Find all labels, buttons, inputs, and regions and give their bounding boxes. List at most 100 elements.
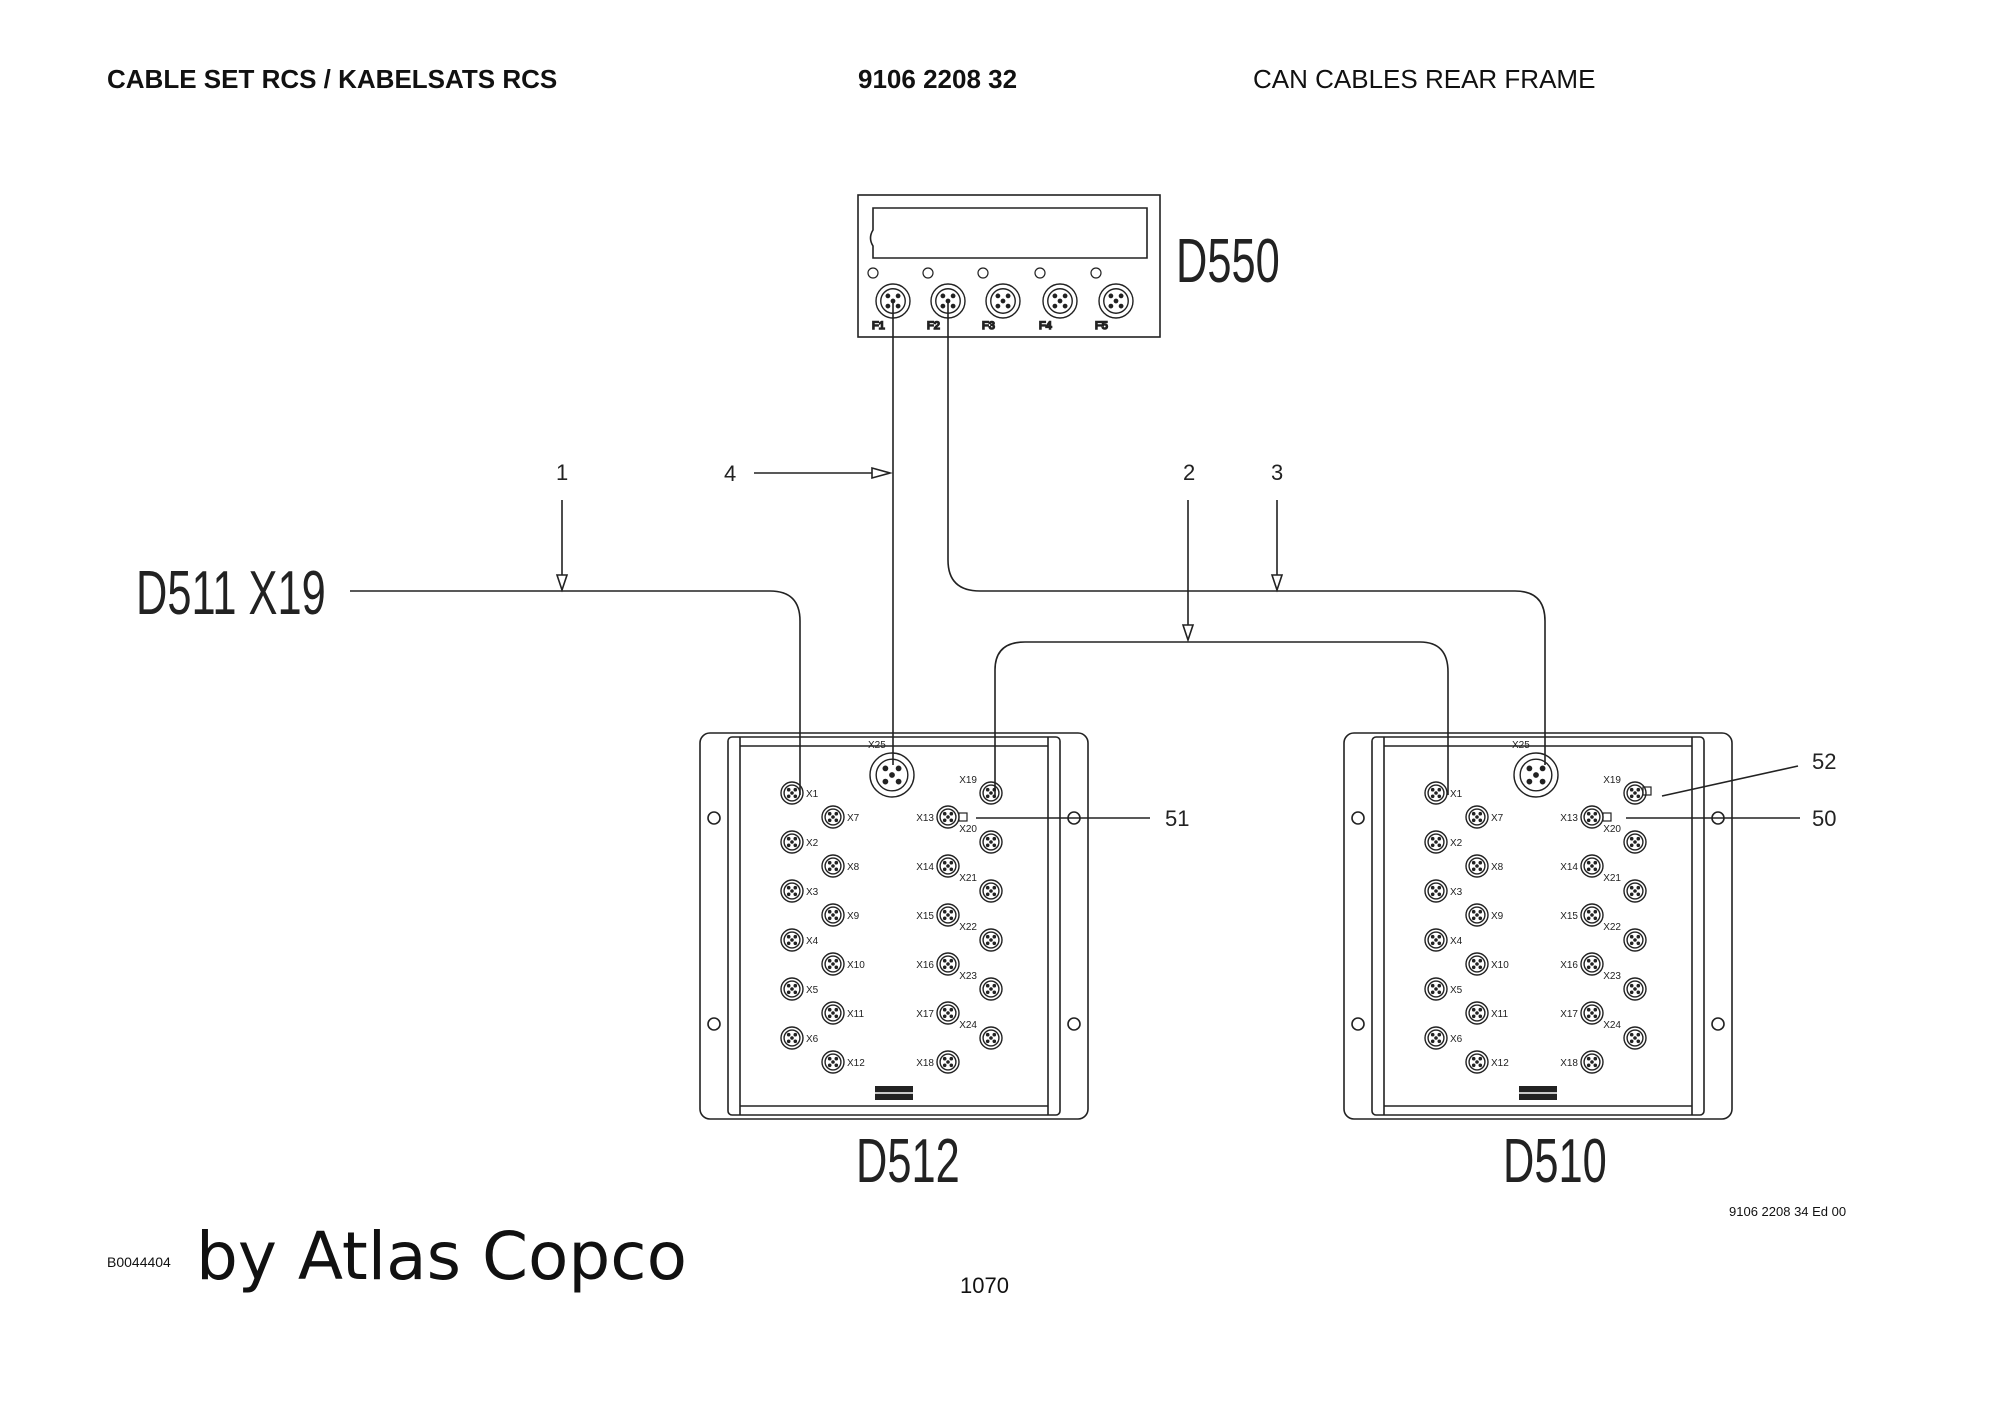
port-label: X22	[1603, 922, 1621, 933]
port-label: X7	[1491, 813, 1504, 824]
port-x25	[869, 752, 915, 798]
header-part-number: 9106 2208 32	[858, 64, 1018, 94]
port	[1623, 1026, 1647, 1050]
callout-4: 4	[724, 461, 736, 486]
port	[1465, 903, 1489, 927]
port-label: X10	[1491, 960, 1509, 971]
d550-port-f4	[1042, 283, 1078, 319]
port	[936, 903, 960, 927]
port-label-x25: X25	[868, 740, 886, 751]
port	[1623, 830, 1647, 854]
port	[979, 879, 1003, 903]
	[780, 977, 804, 1001]
header-description: CAN CABLES REAR FRAME	[1253, 64, 1596, 94]
port-label: X16	[916, 960, 934, 971]
	[780, 1026, 804, 1050]
port	[1465, 805, 1489, 829]
port	[821, 1050, 845, 1074]
port	[936, 1050, 960, 1074]
	[1424, 1026, 1448, 1050]
port	[1580, 903, 1604, 927]
port-label: X11	[847, 1009, 864, 1020]
port	[1580, 1050, 1604, 1074]
port-x25	[1513, 752, 1559, 798]
port-label: X11	[1491, 1009, 1508, 1020]
	[1424, 928, 1448, 952]
page-number: 1070	[960, 1273, 1009, 1298]
port	[1623, 781, 1647, 805]
module-logo	[875, 1086, 913, 1100]
document-id: B0044404	[107, 1254, 171, 1270]
cable-2	[994, 641, 1449, 795]
port	[936, 952, 960, 976]
port-label: X13	[1560, 813, 1578, 824]
d550-port-label: F5	[1095, 320, 1108, 332]
d550-port-f2	[930, 283, 966, 319]
port-label: X20	[1603, 824, 1621, 835]
port-label: X14	[916, 862, 934, 873]
port	[936, 1001, 960, 1025]
port-label: X23	[1603, 971, 1621, 982]
port-label: X23	[959, 971, 977, 982]
port	[1623, 879, 1647, 903]
port-label: X17	[916, 1009, 934, 1020]
port	[1465, 1001, 1489, 1025]
port-label: X16	[1560, 960, 1578, 971]
	[780, 928, 804, 952]
port	[936, 854, 960, 878]
port	[1465, 952, 1489, 976]
callout-1: 1	[556, 460, 568, 485]
port-label: X18	[1560, 1058, 1578, 1069]
port-label: X8	[1491, 862, 1504, 873]
d510-unit: X25X1X2X3X4X5X6X7X8X9X10X11X12X13X14X15X…	[1343, 732, 1733, 1120]
port-label: X12	[847, 1058, 865, 1069]
	[1424, 781, 1448, 805]
cable-1	[350, 590, 801, 795]
port-label: X15	[1560, 911, 1578, 922]
port-label: X24	[1603, 1020, 1621, 1031]
port	[821, 903, 845, 927]
label-d511-x19: D511 X19	[136, 560, 326, 628]
d512-unit: X25X1X2X3X4X5X6X7X8X9X10X11X12X13X14X15X…	[699, 732, 1089, 1120]
port-label-x25: X25	[1512, 740, 1530, 751]
callout-50: 50	[1812, 806, 1836, 831]
port	[821, 805, 845, 829]
d550-port-f5	[1098, 283, 1134, 319]
port-label: X1	[1450, 789, 1463, 800]
port-label: X5	[1450, 985, 1463, 996]
port-label: X9	[847, 911, 860, 922]
cable-3	[947, 300, 1546, 765]
d550-unit: F1 F2 F3 F4 F5	[857, 194, 1161, 338]
port-label: X21	[1603, 873, 1621, 884]
d550-port-label: F1	[872, 320, 885, 332]
d550-port-label: F4	[1039, 320, 1052, 332]
port-label: X12	[1491, 1058, 1509, 1069]
brand-text: by Atlas Copco	[196, 1218, 687, 1295]
port	[936, 805, 960, 829]
port-label: X1	[806, 789, 819, 800]
callout-2: 2	[1183, 460, 1195, 485]
port-label: X15	[916, 911, 934, 922]
port-label: X24	[959, 1020, 977, 1031]
port-label: X7	[847, 813, 860, 824]
	[780, 830, 804, 854]
port-label: X5	[806, 985, 819, 996]
port-label: X10	[847, 960, 865, 971]
port	[821, 952, 845, 976]
port-label: X19	[959, 775, 977, 786]
port-label: X8	[847, 862, 860, 873]
port-label: X2	[1450, 838, 1463, 849]
d550-port-label: F3	[982, 320, 995, 332]
	[1424, 977, 1448, 1001]
port	[1465, 854, 1489, 878]
port	[1623, 977, 1647, 1001]
port	[979, 1026, 1003, 1050]
port-label: X9	[1491, 911, 1504, 922]
d550-port-label: F2	[927, 320, 940, 332]
port	[821, 854, 845, 878]
port-label: X2	[806, 838, 819, 849]
port-label: X20	[959, 824, 977, 835]
d550-port-f3	[985, 283, 1021, 319]
port	[1623, 928, 1647, 952]
